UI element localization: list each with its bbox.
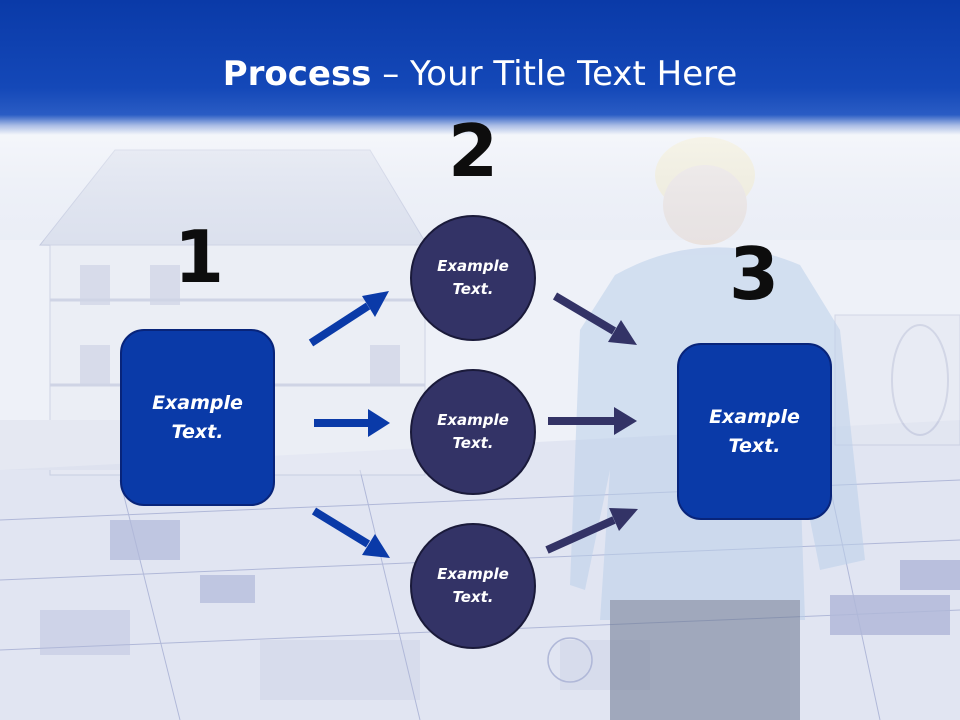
arrow-from-circle-middle [548,407,637,435]
circle-top-text: Example Text. [437,257,509,298]
step-number-3: 3 [728,232,780,316]
step-2-circle-bottom: Example Text. [410,523,536,649]
title-rest: – Your Title Text Here [371,54,738,94]
step-1-text: Example Text. [152,391,243,443]
arrow-to-circle-top [308,291,389,347]
step-number-1: 1 [173,215,225,299]
step-2-circle-middle: Example Text. [410,369,536,495]
circle-bottom-text: Example Text. [437,565,509,606]
arrow-from-circle-bottom [545,508,638,554]
step-1-box: Example Text. [120,329,275,506]
step-number-2: 2 [447,109,499,193]
arrow-to-circle-bottom [311,507,390,558]
step-3-box: Example Text. [677,343,832,520]
arrow-to-circle-middle [314,409,390,437]
title-bold: Process [222,54,372,94]
circle-middle-text: Example Text. [437,411,509,452]
title-bar [0,0,960,135]
arrow-from-circle-top [552,292,637,345]
slide-title: Process – Your Title Text Here [0,52,960,96]
step-2-circle-top: Example Text. [410,215,536,341]
step-3-text: Example Text. [709,405,800,457]
